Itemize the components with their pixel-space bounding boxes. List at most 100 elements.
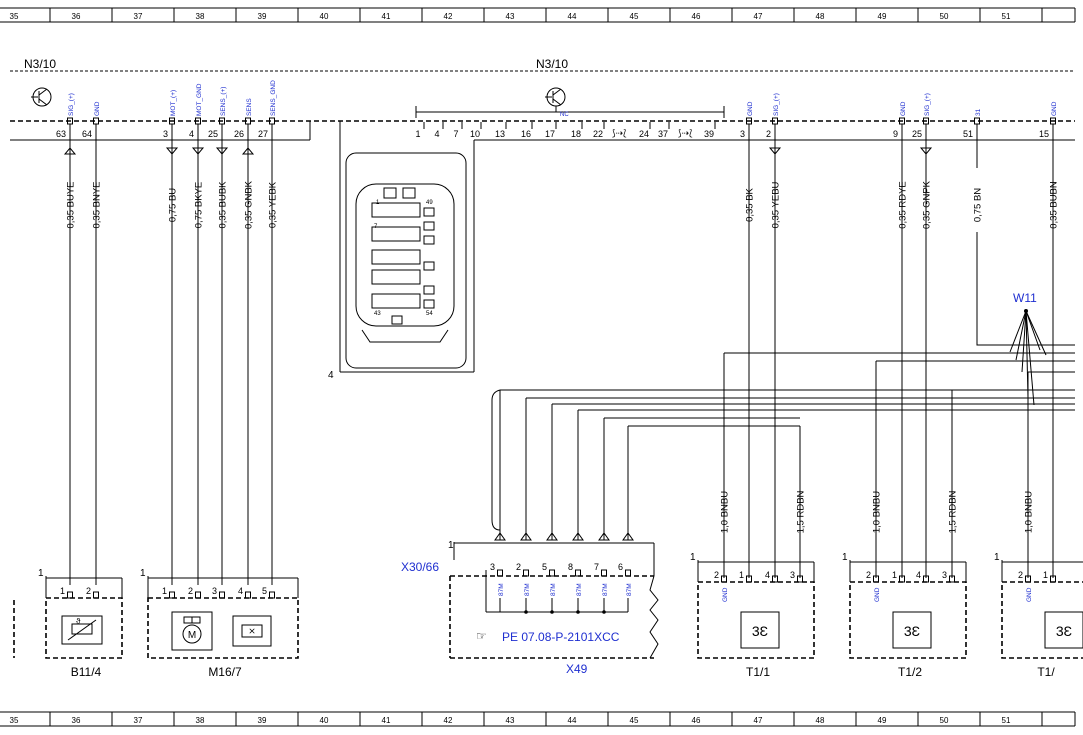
- wire-label: 1,0 BNBU: [720, 491, 731, 533]
- svg-text:NC: NC: [560, 112, 569, 118]
- pin-signal-label: GND: [1051, 101, 1058, 116]
- svg-text:X49: X49: [566, 662, 588, 676]
- bracket-pin-number: 16: [521, 129, 531, 139]
- svg-text:54: 54: [426, 311, 433, 317]
- bracket-pin-number: 18: [571, 129, 581, 139]
- ignition-coil-icon: 3Ɛ: [904, 623, 920, 639]
- wire-label: 0,35 RDYE: [898, 181, 909, 229]
- pin-signal-label: MOT_GND: [196, 83, 203, 116]
- pin-signal-label: GND: [1026, 587, 1033, 602]
- wire-label: 0,75 BN: [973, 188, 984, 222]
- ruler-column-label: 49: [878, 716, 887, 725]
- ruler-column-label: 44: [568, 716, 577, 725]
- component-name: T1/2: [898, 665, 922, 679]
- ruler-column-label: 37: [134, 12, 143, 21]
- component-name: T1/: [1037, 665, 1055, 679]
- pin-number: 2: [516, 562, 521, 572]
- component-one: 1: [994, 552, 1000, 563]
- pin-number: 2: [1018, 570, 1023, 580]
- pin-number: 4: [238, 586, 243, 596]
- ruler-column-label: 44: [568, 12, 577, 21]
- pin-signal-label: GND: [900, 101, 907, 116]
- pin-number: 4: [916, 570, 921, 580]
- wire-label: 1,0 BNBU: [1024, 491, 1035, 533]
- pin-number: 3: [163, 129, 168, 139]
- pin-number: 2: [86, 586, 91, 596]
- pin-number: 2: [766, 129, 771, 139]
- bottom-wires: [69, 140, 1054, 585]
- pin-signal-label: GND: [722, 587, 729, 602]
- hand-pointer-icon: ☞: [476, 629, 487, 643]
- ruler-column-label: 47: [754, 12, 763, 21]
- pin-number: 3: [790, 570, 795, 580]
- ruler-column-label: 38: [196, 12, 205, 21]
- ignition-coil-icon: 3Ɛ: [1056, 623, 1072, 639]
- wire-label: 1,5 RDBN: [796, 490, 807, 533]
- pin-number: 4: [189, 129, 194, 139]
- sensor-icon: ⨯: [248, 626, 256, 636]
- pin-number: 51: [963, 129, 973, 139]
- ignition-coil-icon: 3Ɛ: [752, 623, 768, 639]
- pin-number: 8: [568, 562, 573, 572]
- motor-icon: M: [188, 630, 196, 641]
- component-name: M16/7: [208, 665, 242, 679]
- ruler-column-label: 45: [630, 716, 639, 725]
- ruler-column-label: 41: [382, 716, 391, 725]
- ruler-column-label: 36: [72, 12, 81, 21]
- pin-number: 27: [258, 129, 268, 139]
- pin-signal-label: SENS_(+): [220, 87, 227, 116]
- ruler-column-label: 43: [506, 12, 515, 21]
- wire-label: 0,35 BNYE: [92, 182, 103, 229]
- ruler-column-label: 45: [630, 12, 639, 21]
- ruler-column-label: 40: [320, 716, 329, 725]
- ruler-column-label: 46: [692, 716, 701, 725]
- ecu-connector-graphic: 1 7 49 43 54: [345, 152, 467, 369]
- pin-number: 3: [490, 562, 495, 572]
- pin-signal-label: SIG_(+): [924, 93, 931, 116]
- component-one: 1: [140, 568, 146, 579]
- ruler-column-label: 40: [320, 12, 329, 21]
- wire-label: 0,35 BUBK: [218, 181, 229, 229]
- thermometer-icon: ϑ: [76, 617, 81, 626]
- svg-text:49: 49: [426, 200, 433, 206]
- transistor-icon: [31, 87, 52, 107]
- bridge-icon: ⟆⇢⟅: [678, 128, 693, 138]
- pin-number: 3: [740, 129, 745, 139]
- ruler-column-label: 43: [506, 716, 515, 725]
- pin-number: 2: [866, 570, 871, 580]
- wire-label: 0,35 GNPK: [922, 180, 933, 229]
- wire-label: 1,0 BNBU: [872, 491, 883, 533]
- bracket-pin-number: 13: [495, 129, 505, 139]
- svg-text:W11: W11: [1013, 291, 1037, 305]
- pin-number: 5: [262, 586, 267, 596]
- pin-number: 64: [82, 129, 92, 139]
- ruler-column-label: 36: [72, 716, 81, 725]
- ruler-column-label: 35: [10, 12, 19, 21]
- bridge-icon: ⟆⇢⟅: [612, 128, 627, 138]
- bracket-pin-number: 22: [593, 129, 603, 139]
- ruler-column-label: 47: [754, 716, 763, 725]
- pin-signal-label: SIG_(+): [773, 93, 780, 116]
- ruler-column-label: 46: [692, 12, 701, 21]
- ruler-column-label: 51: [1002, 12, 1011, 21]
- component-name: B11/4: [71, 665, 102, 679]
- pin-signal-label: 87M: [524, 583, 531, 596]
- wire-label: 0,35 BK: [745, 187, 756, 221]
- pin-number: 1: [60, 586, 65, 596]
- svg-text:7: 7: [374, 224, 378, 230]
- component-one: 1: [38, 568, 44, 579]
- ruler-column-label: 50: [940, 12, 949, 21]
- pin-number: 1: [892, 570, 897, 580]
